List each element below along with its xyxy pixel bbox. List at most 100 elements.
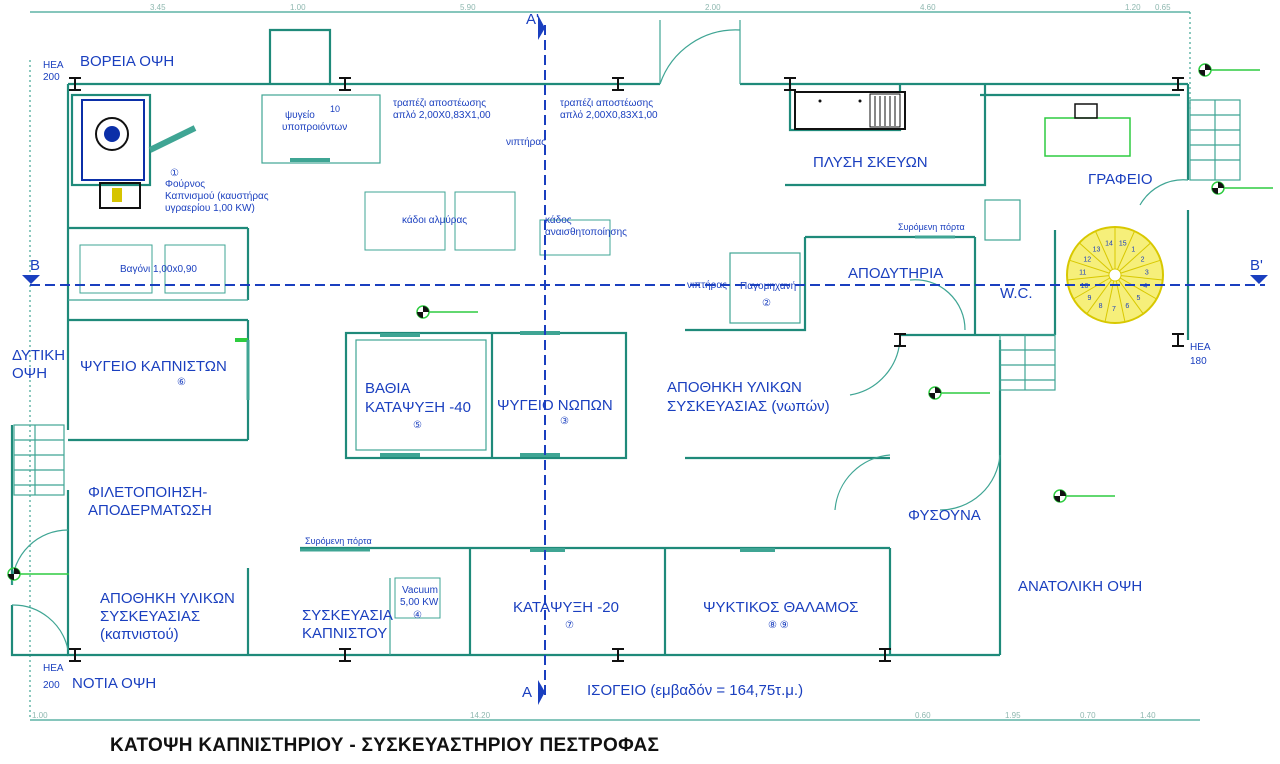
floor-area-subtitle: ΙΣΟΓΕΙΟ (εμβαδόν = 164,75τ.μ.) [587, 682, 803, 699]
dim-top-7: 0.65 [1155, 3, 1171, 12]
smoked-fridge-label: ΨΥΓΕΙΟ ΚΑΠΝΙΣΤΩΝ [80, 358, 227, 375]
storage-fresh-label-2: ΣΥΣΚΕΥΑΣΙΑΣ (νωπών) [667, 398, 830, 415]
hea-e-2: 180 [1190, 356, 1207, 367]
level-markers [7, 63, 1273, 581]
column-ibeam [1172, 77, 1184, 91]
doors [11, 20, 1189, 651]
table-1-line-1: τραπέζι αποστέωσης [393, 97, 486, 109]
interior-walls [68, 84, 1180, 655]
deep-freeze-label-2: ΚΑΤΑΨΥΞΗ -40 [365, 399, 471, 416]
table-1-line-2: απλό 2,00Χ0,83Χ1,00 [393, 109, 491, 121]
section-a-top: A' [526, 11, 539, 28]
equipment [79, 91, 1131, 619]
storage-smoked-label-2: ΣΥΣΚΕΥΑΣΙΑΣ [100, 608, 200, 625]
column-ibeam [1172, 333, 1184, 347]
blower-label: ΦΥΣΟΥΝΑ [908, 507, 981, 524]
column-ibeam [784, 77, 796, 91]
hea-nw-2: 200 [43, 72, 60, 83]
outer-walls [10, 28, 1190, 657]
stair-step-number: 14 [1105, 241, 1113, 248]
column-ibeam [612, 77, 624, 91]
filleting-label-2: ΑΠΟΔΕΡΜΑΤΩΣΗ [88, 502, 212, 519]
stair-step-number: 12 [1083, 257, 1091, 264]
north-elevation-label: ΒΟΡΕΙΑ ΟΨΗ [80, 53, 174, 70]
anesthesia-label-1: κάδος [545, 214, 572, 226]
level-marker [416, 305, 478, 319]
fridge-products-1: ψυγείο [285, 109, 315, 121]
stair-step-number: 2 [1141, 257, 1145, 264]
level-marker [7, 567, 69, 581]
dim-top-1: 3.45 [150, 3, 166, 12]
table-2-line-1: τραπέζι αποστέωσης [560, 97, 653, 109]
south-elevation-label: ΝΟΤΙΑ ΟΨΗ [72, 675, 156, 692]
level-marker [1198, 63, 1260, 77]
sink-top-label: νιπτήρας [506, 136, 546, 148]
section-b-right: B' [1250, 257, 1263, 274]
wc-label: W.C. [1000, 285, 1033, 302]
stair-step-number: 6 [1125, 303, 1129, 310]
fridge-products-2: υποπροιόντων [282, 121, 347, 133]
stair-step-number: 15 [1119, 241, 1127, 248]
stair-step-line [1086, 274, 1116, 315]
dimension-lines: 3.45 1.00 5.90 2.00 4.60 1.20 0.65 1.00 … [29, 3, 1200, 721]
section-lines [22, 15, 1268, 705]
drawing-title: ΚΑΤΟΨΗ ΚΑΠΝΙΣΤΗΡΙΟΥ - ΣΥΣΚΕΥΑΣΤΗΡΙΟΥ ΠΕΣ… [110, 735, 660, 756]
stairs [13, 99, 1241, 496]
oven-label-3: υγραερίου 1,00 KW) [165, 202, 255, 214]
fridge-products-num: 10 [330, 104, 340, 114]
storage-smoked-label-3: (καπνιστού) [100, 626, 179, 643]
labels: ΒΟΡΕΙΑ ΟΨΗ ΝΟΤΙΑ ΟΨΗ ΔΥΤΙΚΗ ΟΨΗ ΑΝΑΤΟΛΙΚ… [12, 11, 1263, 701]
hea-sw-2: 200 [43, 680, 60, 691]
stair-step-line [1114, 274, 1157, 300]
filleting-label-1: ΦΙΛΕΤΟΠΟΙΗΣΗ- [88, 484, 207, 501]
column-ibeam [69, 77, 81, 91]
stair-step-line [1095, 230, 1116, 276]
column-ibeam [894, 333, 906, 347]
oven-label-1: Φούρνος [165, 178, 205, 190]
freeze20-num: ⑦ [565, 620, 574, 631]
stair-step-line [1073, 274, 1116, 300]
stair-step-number: 9 [1087, 295, 1091, 302]
pack-smoked-label-2: ΚΑΠΝΙΣΤΟΥ [302, 625, 387, 642]
table-2-line-2: απλό 2,00Χ0,83Χ1,00 [560, 109, 658, 121]
sliding-door-top-label: Συρόμενη πόρτα [898, 222, 965, 232]
west-elevation-label-2: ΟΨΗ [12, 365, 47, 382]
stair-step-line [1114, 274, 1126, 323]
deep-freeze-num: ⑤ [413, 420, 422, 431]
stair-step-line [1069, 259, 1116, 276]
dim-top-5: 4.60 [920, 3, 936, 12]
section-a-bottom: A [522, 684, 532, 701]
column-ibeam [339, 77, 351, 91]
stair-step-number: 13 [1093, 246, 1101, 253]
stair-step-line [1114, 230, 1135, 276]
pack-smoked-label-1: ΣΥΣΚΕΥΑΣΙΑ [302, 607, 393, 624]
dim-top-3: 5.90 [460, 3, 476, 12]
west-elevation-label-1: ΔΥΤΙΚΗ [12, 347, 65, 364]
dim-bottom-5: 0.70 [1080, 711, 1096, 720]
storage-fresh-label-1: ΑΠΟΘΗΚΗ ΥΛΙΚΩΝ [667, 379, 802, 396]
stair-step-line [1114, 259, 1161, 276]
stair-step-number: 7 [1112, 306, 1116, 313]
anesthesia-label-2: αναισθητοποίησης [545, 226, 627, 238]
stair-step-line [1078, 242, 1116, 276]
dim-bottom-3: 0.60 [915, 711, 931, 720]
vacuum-label-2: 5,00 KW [400, 597, 439, 608]
dim-top-2: 1.00 [290, 3, 306, 12]
stair-step-line [1067, 274, 1116, 281]
smoked-fridge-num: ⑥ [177, 377, 186, 388]
dim-bottom-2: 14.20 [470, 711, 491, 720]
dishwash-label: ΠΛΥΣΗ ΣΚΕΥΩΝ [813, 154, 928, 171]
oven-num: ① [170, 168, 179, 179]
section-b-left: B [30, 257, 40, 274]
dim-bottom-1: 1.00 [32, 711, 48, 720]
column-ibeam [69, 648, 81, 662]
level-marker [928, 386, 990, 400]
changing-label: ΑΠΟΔΥΤΗΡΙΑ [848, 265, 943, 282]
stair-step-number: 8 [1099, 303, 1103, 310]
ice-machine-label: Παγομηχανή [740, 280, 796, 292]
vacuum-label-1: Vacuum [402, 585, 438, 596]
hea-sw-1: HEA [43, 663, 64, 674]
oven-label-2: Καπνισμού (καυστήρας [165, 190, 269, 202]
